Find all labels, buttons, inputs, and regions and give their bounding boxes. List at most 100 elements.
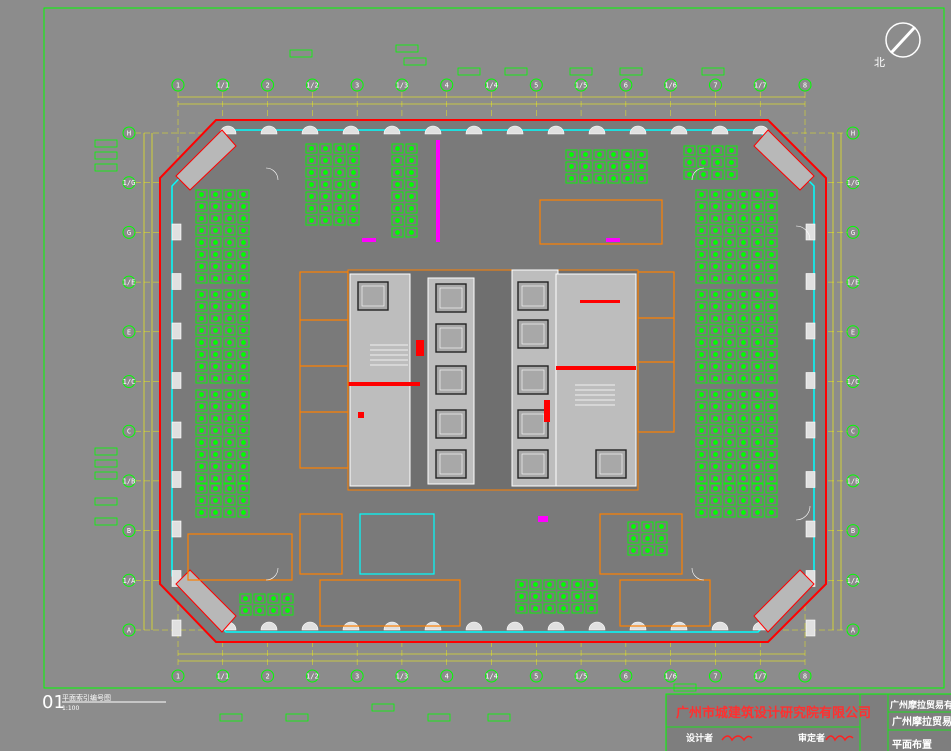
chair <box>409 206 414 211</box>
structural-column <box>465 621 483 631</box>
desk <box>319 143 332 154</box>
structural-column <box>171 322 182 340</box>
desk <box>765 449 778 460</box>
axis-label-row: 1/B <box>123 477 136 485</box>
desk <box>751 401 764 412</box>
desk <box>209 237 222 248</box>
desk <box>223 273 236 284</box>
chair <box>199 486 204 491</box>
chair <box>769 392 774 397</box>
chair <box>769 304 774 309</box>
index-tag <box>701 67 725 76</box>
desk <box>593 173 606 184</box>
chair <box>727 264 732 269</box>
desk <box>723 495 736 506</box>
desk <box>723 373 736 384</box>
chair <box>699 316 704 321</box>
chair <box>727 392 732 397</box>
desk <box>737 273 750 284</box>
structural-column <box>383 125 401 135</box>
desk <box>723 301 736 312</box>
chair <box>547 582 552 587</box>
chair <box>755 376 760 381</box>
chair <box>701 160 706 165</box>
desk <box>223 313 236 324</box>
desk <box>209 437 222 448</box>
desk <box>695 449 708 460</box>
desk <box>239 605 252 616</box>
chair <box>241 476 246 481</box>
chair <box>755 498 760 503</box>
chair <box>395 194 400 199</box>
desk <box>195 373 208 384</box>
desk <box>223 261 236 272</box>
desk <box>765 325 778 336</box>
desk <box>223 237 236 248</box>
sheet-frame <box>43 7 945 689</box>
desk <box>723 401 736 412</box>
desk <box>737 413 750 424</box>
chair <box>699 276 704 281</box>
structural-column <box>588 621 606 631</box>
chair <box>755 404 760 409</box>
desk <box>695 313 708 324</box>
chair <box>241 404 246 409</box>
index-tag <box>673 683 697 692</box>
desk <box>209 507 222 518</box>
desk <box>209 249 222 260</box>
chair <box>395 146 400 151</box>
desk <box>751 301 764 312</box>
axis-label-row: 1/E <box>123 279 136 287</box>
chair <box>713 204 718 209</box>
desk <box>697 169 710 180</box>
structural-column <box>547 621 565 631</box>
desk <box>723 337 736 348</box>
axis-bubble-row <box>122 424 136 438</box>
chair <box>755 328 760 333</box>
chair <box>755 510 760 515</box>
desk <box>223 361 236 372</box>
desk <box>751 389 764 400</box>
desk <box>579 173 592 184</box>
chair <box>741 316 746 321</box>
chair <box>561 594 566 599</box>
desk <box>319 179 332 190</box>
index-tag <box>94 139 118 148</box>
chair <box>227 464 232 469</box>
chair <box>713 498 718 503</box>
desk <box>195 389 208 400</box>
desk <box>593 161 606 172</box>
chair <box>699 304 704 309</box>
desk <box>347 215 360 226</box>
reviewer-label: 审定者 <box>798 732 825 744</box>
chair <box>769 352 774 357</box>
axis-bubble-row <box>846 573 860 587</box>
chair <box>241 510 246 515</box>
desk <box>333 179 346 190</box>
chair <box>741 252 746 257</box>
axis-label-row: B <box>851 527 855 535</box>
desk <box>253 593 266 604</box>
chair <box>699 340 704 345</box>
axis-label-col: 5 <box>534 82 538 90</box>
axis-bubble-col <box>485 669 498 683</box>
desk <box>765 301 778 312</box>
desk <box>723 461 736 472</box>
chair <box>309 218 314 223</box>
index-tag <box>94 151 118 160</box>
chair <box>715 160 720 165</box>
axis-label-col: 1/5 <box>575 673 588 681</box>
axis-label-row: H <box>851 130 855 138</box>
chair <box>241 204 246 209</box>
chair <box>769 428 774 433</box>
chair <box>699 192 704 197</box>
desk <box>737 401 750 412</box>
chair <box>755 364 760 369</box>
chair <box>755 316 760 321</box>
chair <box>699 264 704 269</box>
axis-bubble-col <box>171 78 185 92</box>
chair <box>241 376 246 381</box>
chair <box>213 240 218 245</box>
axis-label-col: 4 <box>445 673 449 681</box>
desk <box>195 361 208 372</box>
